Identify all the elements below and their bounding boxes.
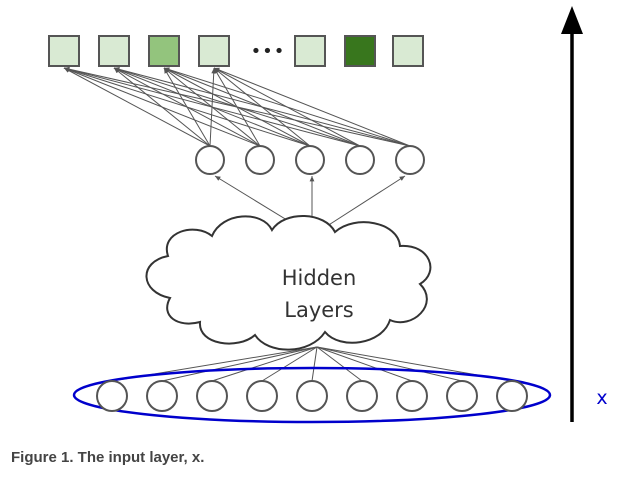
output-layer [48, 35, 424, 67]
top-hidden-layer [195, 145, 425, 175]
input-connection-line [311, 346, 318, 382]
connection-line [63, 67, 311, 147]
connection-line [63, 67, 261, 147]
output-ellipsis: ••• [251, 41, 286, 62]
connection-line [163, 67, 411, 147]
input-connection-line [316, 346, 463, 382]
hidden-node [245, 145, 275, 175]
cloud-label-layers: Layers [284, 298, 354, 322]
connection-line [63, 67, 361, 147]
input-connection-line [316, 346, 413, 382]
output-node-light [98, 35, 130, 67]
input-node [496, 380, 528, 412]
axis-label-x: x [596, 387, 607, 409]
output-node-light [392, 35, 424, 67]
network-diagram: ••• Hidden Layers x [48, 6, 608, 424]
input-node [346, 380, 378, 412]
output-node-medium [148, 35, 180, 67]
input-node [296, 380, 328, 412]
vertical-arrow [561, 6, 583, 422]
figure-caption: Figure 1. The input layer, x. [11, 449, 205, 466]
input-node [246, 380, 278, 412]
hidden-node [345, 145, 375, 175]
hidden-layers-cloud: Hidden Layers [145, 215, 432, 351]
input-node [146, 380, 178, 412]
cloud-shape [145, 215, 432, 351]
connection-line [63, 66, 411, 147]
input-layer [96, 380, 528, 412]
input-connection-line [261, 346, 318, 382]
input-layer-ellipse [72, 366, 552, 424]
hidden-node [195, 145, 225, 175]
connection-line [213, 67, 411, 147]
cloud-label-hidden: Hidden [282, 266, 357, 290]
input-node [396, 380, 428, 412]
output-node-light [294, 35, 326, 67]
connection-line [63, 67, 211, 147]
input-connection-line [211, 346, 318, 382]
input-node [196, 380, 228, 412]
cloud-arrow [323, 175, 406, 229]
output-connections [63, 66, 411, 147]
hidden-node [395, 145, 425, 175]
hidden-node [295, 145, 325, 175]
connection-line [113, 67, 411, 147]
arrow-head-icon [561, 6, 583, 34]
input-to-cloud-connections [111, 346, 513, 382]
input-node [446, 380, 478, 412]
output-node-light [198, 35, 230, 67]
output-node-dark [344, 35, 376, 67]
input-connection-line [161, 346, 318, 382]
output-node-light [48, 35, 80, 67]
input-connection-line [316, 346, 363, 382]
input-node [96, 380, 128, 412]
